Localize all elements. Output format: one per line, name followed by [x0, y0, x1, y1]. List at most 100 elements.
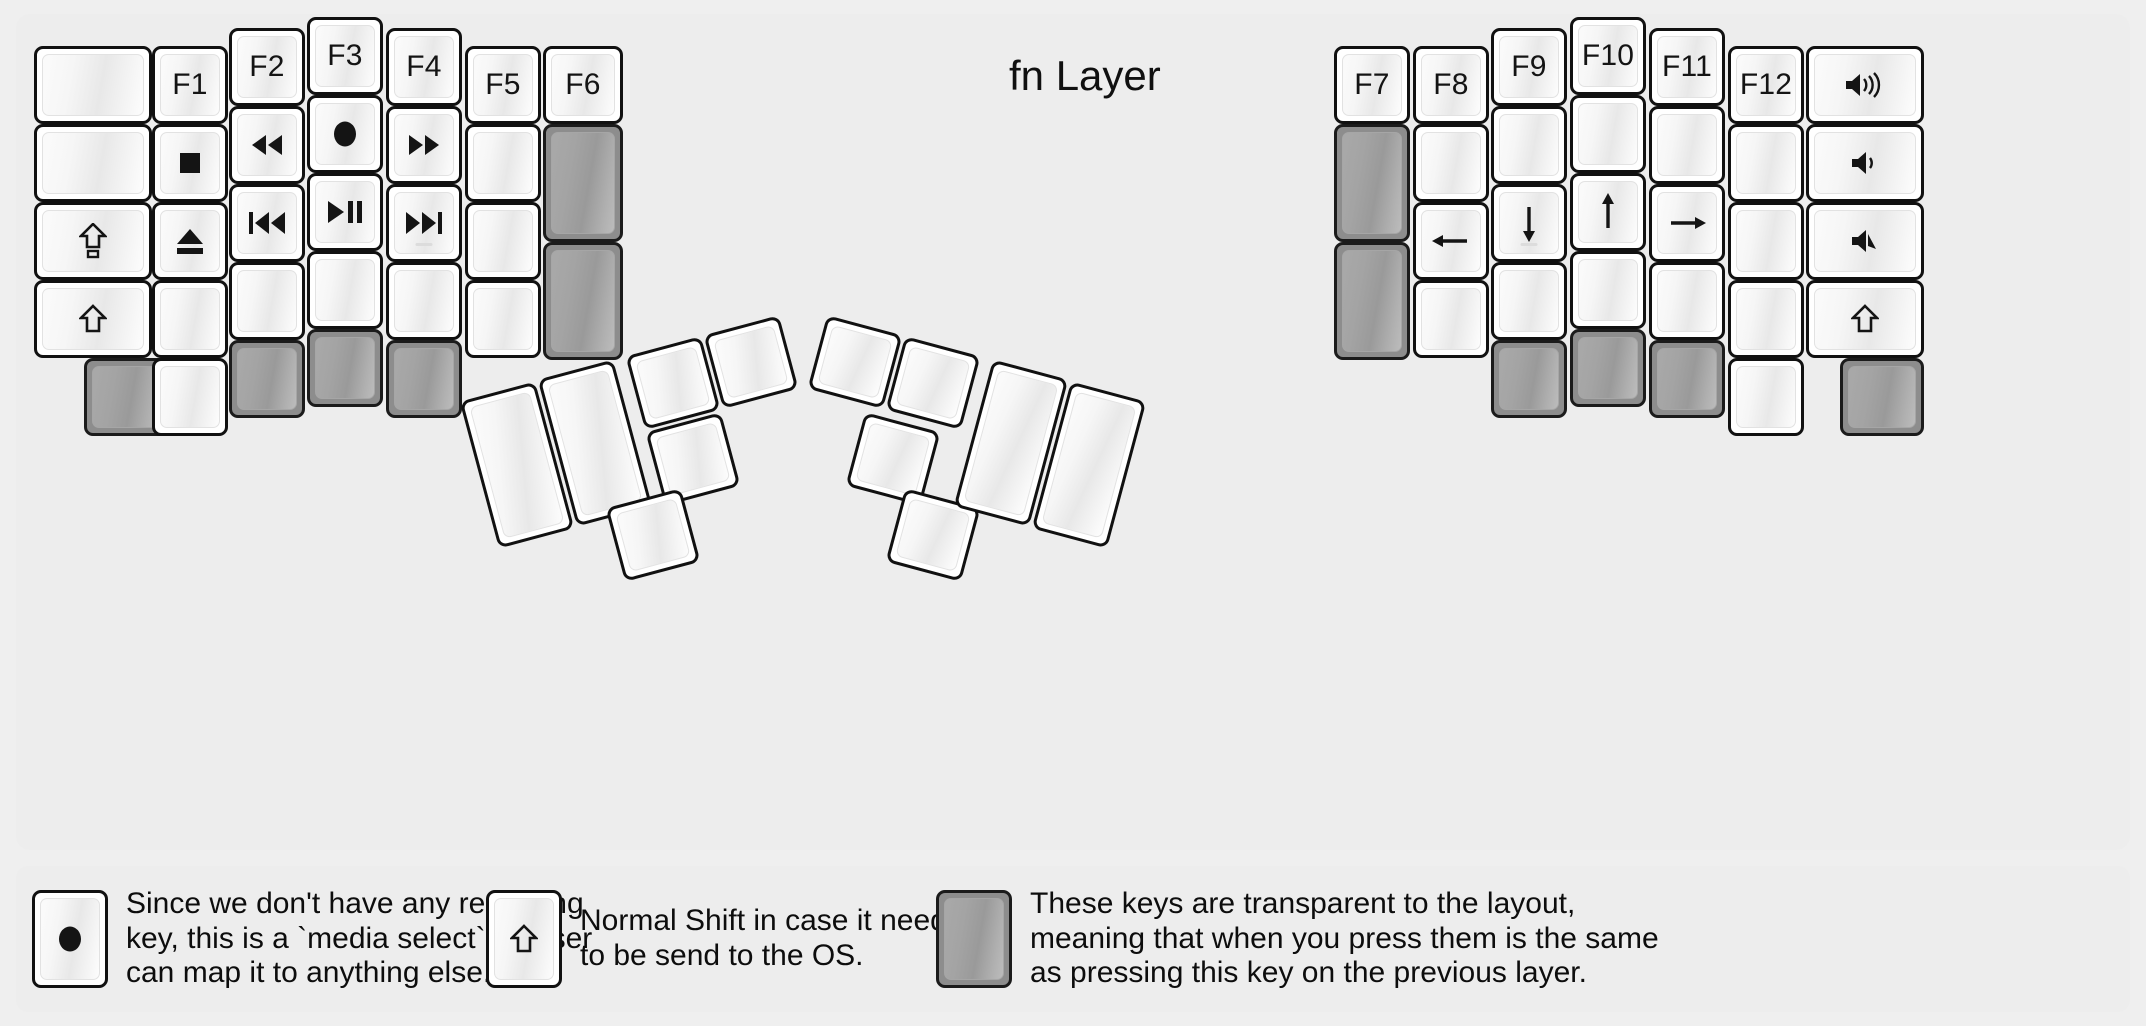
- key-thumb-r-1u-c[interactable]: [845, 412, 941, 506]
- keycap-face: [237, 192, 297, 254]
- key-media-rewind[interactable]: [229, 106, 305, 184]
- key-blank-14[interactable]: [1491, 262, 1567, 340]
- key-blank-9[interactable]: [465, 202, 541, 280]
- key-f3[interactable]: F3: [307, 17, 383, 95]
- key-thumb-1u-c[interactable]: [645, 412, 741, 506]
- keycap-face: [42, 54, 144, 116]
- key-blank-12[interactable]: [1413, 280, 1489, 358]
- keycap-face: [1421, 210, 1481, 272]
- key-thumb-1u-b[interactable]: [703, 315, 799, 409]
- key-arrow-down[interactable]: [1491, 184, 1567, 262]
- keycap-face: [895, 345, 971, 421]
- keycap-face: F9: [1499, 36, 1559, 98]
- key-media-eject[interactable]: [152, 202, 228, 280]
- key-blank-16[interactable]: [1570, 251, 1646, 329]
- key-f7[interactable]: F7: [1334, 46, 1410, 124]
- key-f1[interactable]: F1: [152, 46, 228, 124]
- key-blank-3[interactable]: [152, 280, 228, 358]
- key-thumb-r-1u-b[interactable]: [885, 336, 981, 430]
- key-blank-7[interactable]: [386, 262, 462, 340]
- key-blank-18[interactable]: [1649, 262, 1725, 340]
- key-label: F7: [1354, 68, 1390, 101]
- keycap-face: [315, 103, 375, 165]
- key-shift-arrow[interactable]: [486, 890, 562, 988]
- key-f4[interactable]: F4: [386, 28, 462, 106]
- keycap-face: [473, 210, 533, 272]
- key-media-next[interactable]: [386, 184, 462, 262]
- key-transparent-5[interactable]: [543, 124, 623, 242]
- key-media-record[interactable]: [307, 95, 383, 173]
- key-transparent-7[interactable]: [1334, 124, 1410, 242]
- key-f9[interactable]: F9: [1491, 28, 1567, 106]
- key-blank-10[interactable]: [465, 280, 541, 358]
- key-transparent-8[interactable]: [1334, 242, 1410, 360]
- key-f8[interactable]: F8: [1413, 46, 1489, 124]
- key-f5[interactable]: F5: [465, 46, 541, 124]
- keycap-face: F7: [1342, 54, 1402, 116]
- key-transparent-11[interactable]: [1649, 340, 1725, 418]
- keycap-face: [1578, 337, 1638, 399]
- key-blank-4[interactable]: [152, 358, 228, 436]
- keycap-face: F1: [160, 54, 220, 116]
- keycap-face: [1342, 250, 1402, 352]
- key-caps-lock[interactable]: [34, 202, 152, 280]
- key-shift-r[interactable]: [1806, 280, 1924, 358]
- key-blank-6[interactable]: [307, 251, 383, 329]
- key-blank-5[interactable]: [229, 262, 305, 340]
- key-media-stop[interactable]: [152, 124, 228, 202]
- key-blank-21[interactable]: [1728, 280, 1804, 358]
- key-media-play-pause[interactable]: [307, 173, 383, 251]
- key-blank-8[interactable]: [465, 124, 541, 202]
- volume-up-icon: [1844, 71, 1886, 99]
- key-blank-11[interactable]: [1413, 124, 1489, 202]
- key-media-fast-forward[interactable]: [386, 106, 462, 184]
- keycap-face: [473, 132, 533, 194]
- key-record-dot[interactable]: [32, 890, 108, 988]
- key-transparent-2[interactable]: [229, 340, 305, 418]
- keycap-face: [1814, 54, 1916, 116]
- key-transparent-12[interactable]: [1840, 358, 1924, 436]
- key-blank-22[interactable]: [1728, 358, 1804, 436]
- keycap-face: [1657, 348, 1717, 410]
- key-media-prev[interactable]: [229, 184, 305, 262]
- key-volume-down[interactable]: [1806, 124, 1924, 202]
- key-blank-20[interactable]: [1728, 202, 1804, 280]
- key-f11[interactable]: F11: [1649, 28, 1725, 106]
- arrow-left-icon: [1431, 230, 1471, 252]
- keycap-face: [394, 348, 454, 410]
- record-icon: [330, 119, 360, 149]
- key-f6[interactable]: F6: [543, 46, 623, 124]
- key-f12[interactable]: F12: [1728, 46, 1804, 124]
- key-label: F1: [172, 68, 208, 101]
- key-blank-17[interactable]: [1649, 106, 1725, 184]
- key-blank-1[interactable]: [34, 46, 152, 124]
- legend-key-sample: [32, 890, 108, 988]
- arrow-right-icon: [1667, 212, 1707, 234]
- key-transparent-9[interactable]: [1491, 340, 1567, 418]
- key-blank-2[interactable]: [34, 124, 152, 202]
- key-shift[interactable]: [34, 280, 152, 358]
- key-blank-19[interactable]: [1728, 124, 1804, 202]
- key-transparent-3[interactable]: [307, 329, 383, 407]
- keycap-face: [1499, 348, 1559, 410]
- keycap-face: [315, 181, 375, 243]
- key-f2[interactable]: F2: [229, 28, 305, 106]
- key-arrow-up[interactable]: [1570, 173, 1646, 251]
- key-volume-up[interactable]: [1806, 46, 1924, 124]
- key-transparent-10[interactable]: [1570, 329, 1646, 407]
- key-transparent-4[interactable]: [386, 340, 462, 418]
- play-pause-icon: [326, 199, 364, 225]
- key-transparent-6[interactable]: [543, 242, 623, 360]
- key-blank-15[interactable]: [1570, 95, 1646, 173]
- keycap-face: [42, 132, 144, 194]
- keycap-face: [713, 324, 789, 400]
- key-blank-13[interactable]: [1491, 106, 1567, 184]
- legend-text: These keys are transparent to the layout…: [1030, 886, 1659, 990]
- key-arrow-left[interactable]: [1413, 202, 1489, 280]
- arrow-down-icon: [1518, 203, 1540, 243]
- key-transparent-key[interactable]: [936, 890, 1012, 988]
- keycap-face: F12: [1736, 54, 1796, 116]
- key-volume-mute[interactable]: [1806, 202, 1924, 280]
- key-f10[interactable]: F10: [1570, 17, 1646, 95]
- key-arrow-right[interactable]: [1649, 184, 1725, 262]
